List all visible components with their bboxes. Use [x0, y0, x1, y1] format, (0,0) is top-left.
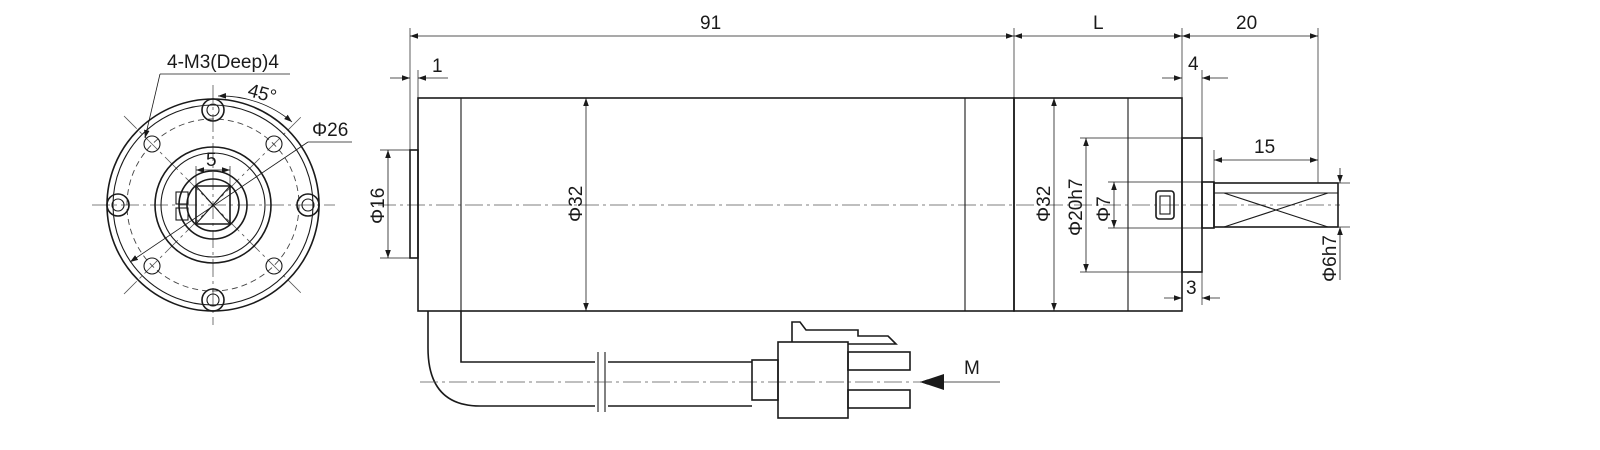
- dim-key-label: 15: [1254, 137, 1275, 158]
- front-view: 5 4-M3(Deep)4 45° Φ26: [92, 52, 352, 325]
- angle-label: 45°: [245, 80, 278, 108]
- lug-hole-bottom: [201, 288, 225, 312]
- m3-hole-se: [265, 257, 283, 275]
- lug-hole-bottom-inner: [206, 293, 220, 307]
- motor-label: M: [964, 358, 980, 379]
- dim-shaft-dia-label: Φ6h7: [1320, 235, 1341, 282]
- dim-gearbox-label: L: [1093, 13, 1104, 34]
- dim-pilot-step-label: 4: [1188, 54, 1199, 75]
- connector-pin-top: [847, 351, 911, 371]
- cable-outer: [427, 311, 595, 407]
- key-slot-lower: [175, 207, 189, 221]
- dim-pilot-dia-label: Φ20h7: [1066, 179, 1087, 236]
- rear-boss: [409, 149, 419, 259]
- shaft-circle: [186, 178, 240, 232]
- m3-hole-nw: [143, 135, 161, 153]
- shaft-cross-x2: [1223, 192, 1329, 228]
- connector-pin-bottom: [847, 389, 911, 409]
- dim-shaft-label: 20: [1236, 13, 1257, 34]
- lug-hole-right-inner: [301, 198, 315, 212]
- dim-bearing-label: Φ7: [1094, 196, 1115, 222]
- dim-gearbox-dia-label: Φ32: [1034, 186, 1055, 222]
- connector-latch: [791, 321, 898, 345]
- bolt-circle-leader-arm: [129, 141, 309, 263]
- hub-key-inner: [1159, 195, 1171, 215]
- dim-front-step-label: 1: [432, 56, 443, 77]
- motor-body: [417, 97, 1015, 312]
- dim-pilot-len-label: 3: [1186, 278, 1197, 299]
- shaft-cross-b: [195, 185, 231, 225]
- key-slot-upper: [175, 191, 189, 205]
- dim-boss-label: Φ16: [368, 188, 389, 224]
- hub-key: [1155, 190, 1175, 220]
- side-view: M 91 L 20 1 4 15 3: [368, 13, 1350, 419]
- m3-hole-ne: [265, 135, 283, 153]
- m3-hole-sw: [143, 257, 161, 275]
- lug-hole-left-inner: [111, 198, 125, 212]
- motor-arrow-head: [920, 374, 944, 390]
- shaft-flat-label: 5: [206, 150, 217, 171]
- hole-callout-leader-arm: [144, 73, 161, 139]
- lug-hole-right: [296, 193, 320, 217]
- output-shaft: [1213, 182, 1339, 228]
- bolt-circle: [126, 118, 300, 292]
- front-flange-inner-edge: [112, 104, 314, 306]
- pilot-inner-circle: [160, 152, 266, 258]
- connector-body: [751, 359, 779, 401]
- dim-body-label: Φ32: [566, 186, 587, 222]
- bolt-circle-label: Φ26: [312, 120, 348, 141]
- pilot-outer-circle: [154, 146, 272, 264]
- lug-hole-left: [106, 193, 130, 217]
- dim-overall-label: 91: [700, 13, 721, 34]
- cable-inner: [460, 311, 595, 363]
- hole-callout-label: 4-M3(Deep)4: [167, 52, 279, 73]
- angle-arc: [217, 92, 293, 123]
- connector-housing: [777, 341, 849, 419]
